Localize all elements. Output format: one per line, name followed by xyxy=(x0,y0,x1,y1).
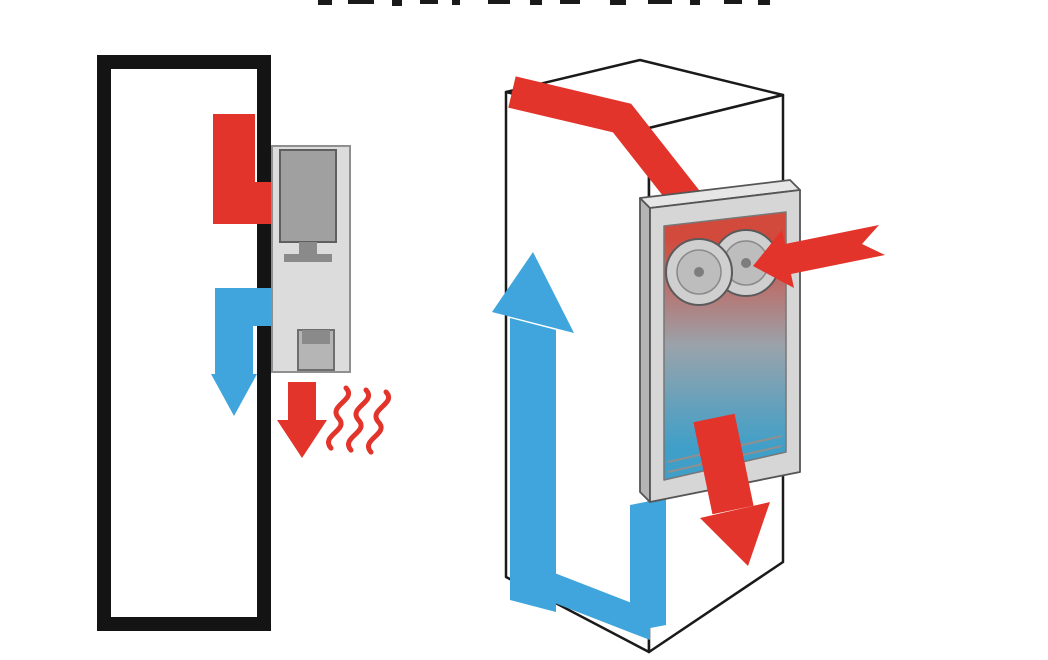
hot-band-top xyxy=(508,76,709,222)
cool-band-arrowhead xyxy=(492,252,574,333)
cool-band-bottom xyxy=(552,572,650,640)
heading-fragment xyxy=(530,0,542,5)
heading-fragment xyxy=(724,0,742,4)
heading-fragment xyxy=(648,0,672,4)
hot-inlet-side-arrow xyxy=(753,225,885,288)
heading-fragment xyxy=(392,0,402,6)
cooling-unit-side xyxy=(271,145,351,373)
cool-band-riser xyxy=(630,498,666,632)
heat-wave xyxy=(326,385,351,451)
fan-right-hub xyxy=(741,258,751,268)
exhaust-air-arrow xyxy=(277,382,327,458)
cropped-heading-fragments xyxy=(318,0,770,6)
hot-exit-arrowhead xyxy=(700,502,770,566)
fan-left-hub xyxy=(694,267,704,277)
heading-fragment xyxy=(348,0,374,4)
heat-wave xyxy=(346,387,371,453)
heading-fragment xyxy=(452,0,460,5)
heat-waves-icon xyxy=(326,385,391,455)
heading-fragment xyxy=(690,0,700,5)
hot-exhaust-down-arrow xyxy=(693,413,770,566)
cool-band-vertical xyxy=(510,318,556,612)
heading-fragment xyxy=(610,0,626,5)
cool-air-arrowhead xyxy=(211,374,257,416)
compressor-block xyxy=(279,149,337,243)
cool-air-duct xyxy=(215,288,278,378)
heading-fragment xyxy=(420,0,438,4)
heading-fragment xyxy=(488,0,510,4)
fan-left xyxy=(665,238,733,306)
hot-air-duct xyxy=(213,114,278,224)
mounting-bar xyxy=(284,254,332,262)
exhaust-arrow-shaft xyxy=(288,382,316,422)
compressor-foot xyxy=(299,242,317,254)
isometric-view-panel xyxy=(492,58,885,654)
heading-fragment xyxy=(560,0,580,4)
heading-fragment xyxy=(758,0,770,5)
hot-exit-shaft xyxy=(693,413,754,515)
exhaust-arrow-head xyxy=(277,420,327,458)
cool-air-circuit xyxy=(492,252,666,640)
heat-exchanger-unit xyxy=(639,179,801,503)
heading-fragment xyxy=(318,0,332,5)
heat-wave xyxy=(366,389,391,455)
lower-fan-box-top xyxy=(302,330,330,344)
side-view-panel xyxy=(97,55,391,631)
unit-side-face xyxy=(639,197,651,503)
